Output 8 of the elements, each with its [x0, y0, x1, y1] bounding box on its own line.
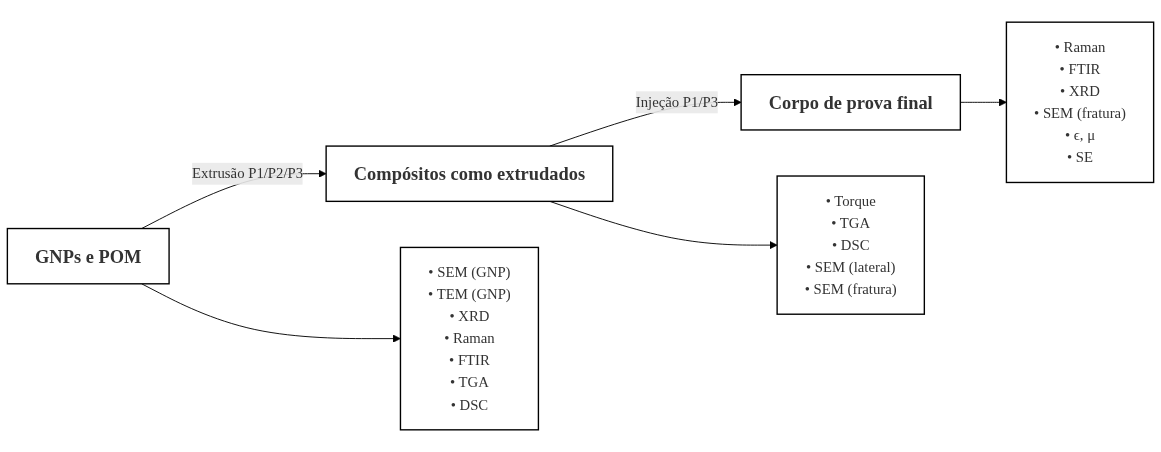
node-box: • Raman • FTIR • XRD • SEM (fratura) • ϵ, μ • SE — [1005, 21, 1155, 184]
edge-label: Extrusão P1/P2/P3 — [192, 165, 304, 182]
node-box: GNPs e POM — [6, 227, 170, 285]
node-box: Compósitos como extrudados — [325, 145, 614, 203]
node-box: • SEM (GNP) • TEM (GNP) • XRD • Raman • FTIR • TGA • DSC — [399, 246, 540, 431]
node-box: Corpo de prova final — [740, 74, 962, 131]
edge-label: Injeção P1/P3 — [635, 94, 719, 110]
node-box: • Torque • TGA • DSC • SEM (lateral) • SEM (fratura) — [776, 175, 926, 315]
